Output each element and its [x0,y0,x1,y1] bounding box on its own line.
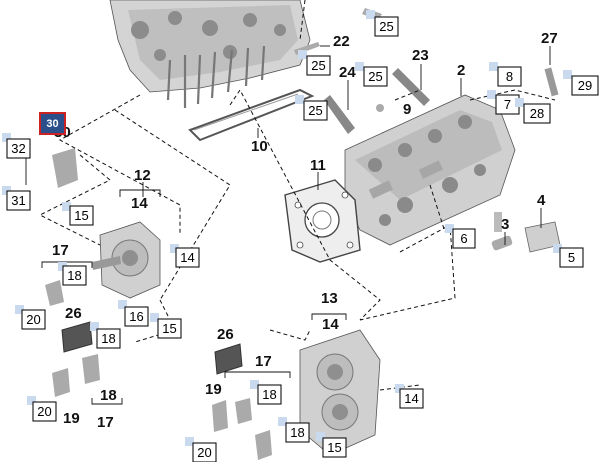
part-number: 2 [457,62,465,79]
part-number: 19 [205,381,222,398]
callout-14-right[interactable]: 14 [395,384,424,409]
callout-label: 5 [568,250,575,265]
part-number: 17 [97,414,114,431]
callout-label: 25 [368,69,382,84]
part-number: 14 [322,316,339,333]
callout-label: 18 [101,331,115,346]
part-number: 11 [310,157,326,174]
part-number: 17 [255,353,272,370]
crankcase-illustration [109,0,311,108]
callout-label: 16 [129,309,143,324]
part-number: 23 [412,47,429,64]
timing-cover-upper-illustration [92,221,161,299]
callout-20-bottom-left[interactable]: 20 [27,396,57,422]
part-number: 26 [217,326,234,343]
callout-18-mid[interactable]: 18 [90,322,121,349]
callout-15-bottom[interactable]: 15 [316,432,347,458]
callout-label: 18 [290,425,304,440]
part-number: 9 [403,101,411,118]
callout-18-center[interactable]: 18 [250,380,282,405]
callout-label: 20 [26,312,40,327]
callout-label: 25 [308,103,322,118]
callout-25-mid[interactable]: 25 [355,62,388,87]
callout-16[interactable]: 16 [118,300,149,327]
part-number: 12 [134,167,151,184]
part-number: 10 [251,138,268,155]
head-gasket-illustration [284,179,361,263]
part-number: 3 [501,216,509,233]
callout-label: 31 [11,193,25,208]
part-number: 18 [100,387,117,404]
selected-callout-30[interactable]: 30 [39,112,66,135]
callout-label: 14 [404,391,418,406]
callout-20-bottom[interactable]: 20 [185,437,217,462]
part-number: 4 [537,192,546,209]
callout-5[interactable]: 5 [553,244,584,268]
part-number: 14 [131,195,148,212]
callout-32[interactable]: 32 [2,133,31,159]
callout-18-left[interactable]: 18 [58,262,87,286]
callout-label: 32 [11,141,25,156]
callout-label: 20 [37,404,51,419]
callout-label: 15 [327,440,341,455]
callout-label: 14 [180,250,194,265]
timing-cover-lower-illustration [299,329,381,456]
callout-18-bottom[interactable]: 18 [278,417,310,443]
small-gaskets-illustration [61,321,243,375]
callout-15-mid[interactable]: 15 [150,313,182,339]
callout-label: 28 [530,106,544,121]
boxed-callouts: 25 25 25 25 8 7 28 [2,10,599,462]
callout-label: 7 [504,97,511,112]
callout-label: 18 [262,387,276,402]
callout-label: 25 [311,58,325,73]
selected-callout-label: 30 [46,118,58,130]
callout-31[interactable]: 31 [2,186,31,211]
callout-label: 15 [74,208,88,223]
callout-25-top[interactable]: 25 [366,10,399,37]
callout-label: 15 [162,321,176,336]
callout-20-left[interactable]: 20 [15,305,46,330]
part-number: 26 [65,305,82,322]
part-number: 22 [333,33,350,50]
callout-label: 25 [379,19,393,34]
callout-14-left[interactable]: 14 [170,244,200,268]
callout-29[interactable]: 29 [563,70,599,96]
part-number: 19 [63,410,80,427]
callout-label: 6 [460,231,467,246]
callout-25-lower[interactable]: 25 [295,95,328,121]
part-number: 27 [541,30,558,47]
part-number: 17 [52,242,69,259]
callout-label: 20 [197,445,211,460]
part-number: 13 [321,290,338,307]
sensor-brackets-illustration [45,148,272,460]
callout-6[interactable]: 6 [445,224,476,249]
cover-gasket-illustration [188,88,315,142]
group-brackets [25,45,551,405]
cylinder-head-illustration [344,94,516,246]
callout-label: 18 [67,268,81,283]
callout-28[interactable]: 28 [515,98,551,124]
callout-8[interactable]: 8 [489,62,522,87]
part-number: 24 [339,64,356,81]
callout-25-upper[interactable]: 25 [298,50,331,76]
callout-label: 8 [506,69,513,84]
callout-label: 29 [578,78,592,93]
callout-15-left[interactable]: 15 [62,202,94,226]
